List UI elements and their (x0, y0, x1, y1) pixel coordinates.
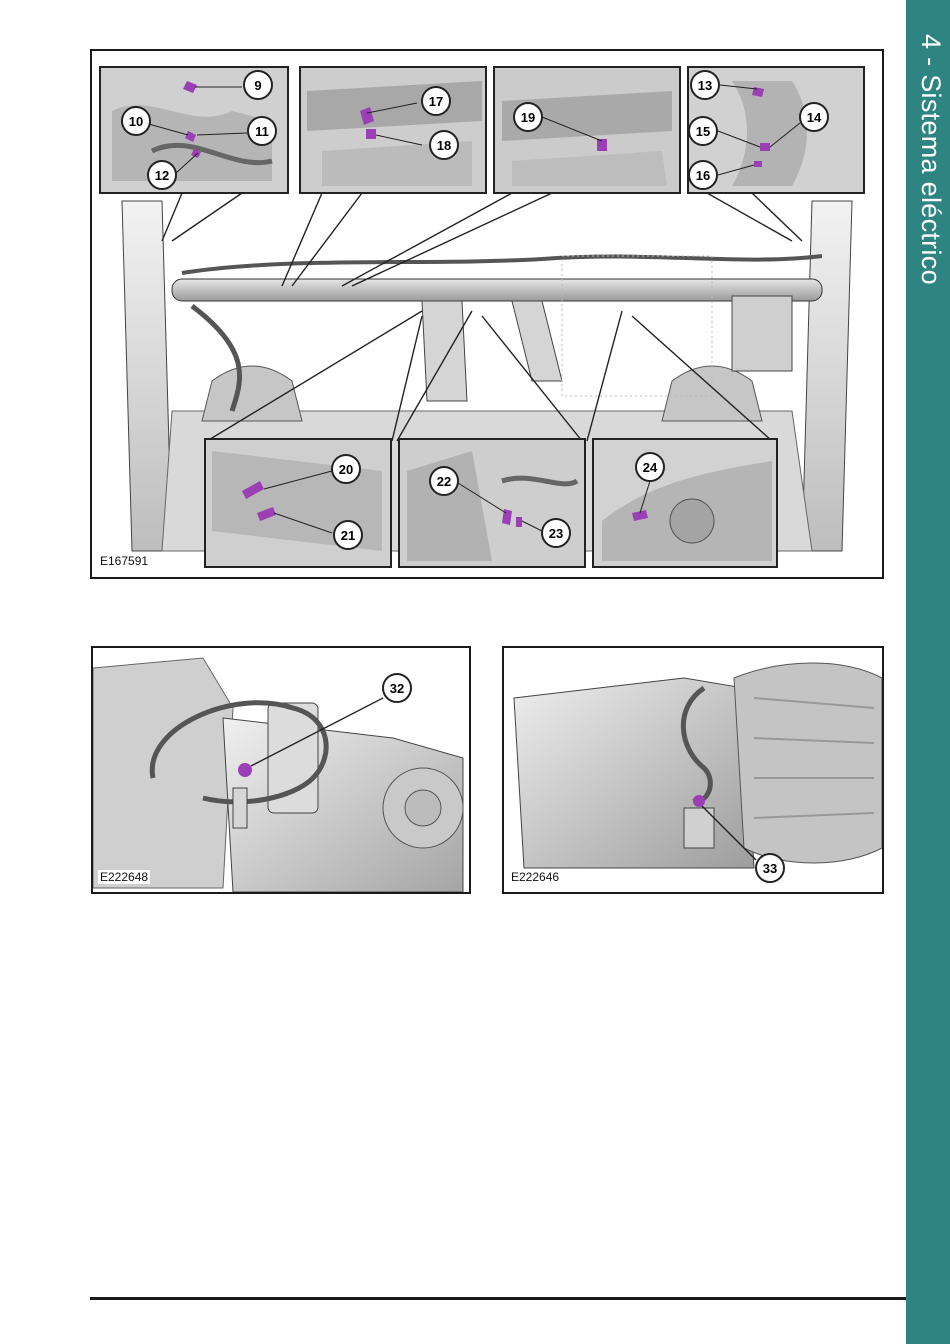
inset-top-2 (300, 67, 486, 193)
svg-text:14: 14 (807, 110, 822, 125)
svg-text:22: 22 (437, 474, 451, 489)
figure-id: E222646 (509, 870, 561, 884)
svg-text:24: 24 (643, 460, 658, 475)
gearbox-right-illustration: 33 (504, 648, 882, 892)
figure-id: E167591 (98, 554, 150, 568)
svg-text:11: 11 (255, 124, 269, 139)
svg-text:16: 16 (696, 168, 710, 183)
gearbox-right-figure: 33 E222646 (502, 646, 884, 894)
svg-text:32: 32 (390, 681, 404, 696)
chapter-title: 4 - Sistema eléctrico (910, 34, 946, 354)
inset-bottom-1 (205, 439, 391, 567)
svg-text:13: 13 (698, 78, 712, 93)
svg-text:23: 23 (549, 526, 563, 541)
dashboard-illustration: 9 10 11 12 17 18 19 13 14 15 16 20 21 22… (92, 51, 882, 577)
figure-id: E222648 (98, 870, 150, 884)
footer-rule (90, 1297, 906, 1300)
svg-text:9: 9 (254, 78, 261, 93)
svg-text:21: 21 (341, 528, 355, 543)
gearbox-left-figure: 32 E222648 (91, 646, 471, 894)
inset-bottom-3 (593, 439, 777, 567)
svg-text:33: 33 (763, 861, 777, 876)
svg-text:20: 20 (339, 462, 353, 477)
dashboard-harness-figure: 9 10 11 12 17 18 19 13 14 15 16 20 21 22… (90, 49, 884, 579)
svg-text:18: 18 (437, 138, 451, 153)
svg-text:12: 12 (155, 168, 169, 183)
svg-text:19: 19 (521, 110, 535, 125)
svg-text:15: 15 (696, 124, 710, 139)
svg-text:17: 17 (429, 94, 443, 109)
svg-text:10: 10 (129, 114, 143, 129)
gearbox-left-illustration: 32 (93, 648, 469, 892)
